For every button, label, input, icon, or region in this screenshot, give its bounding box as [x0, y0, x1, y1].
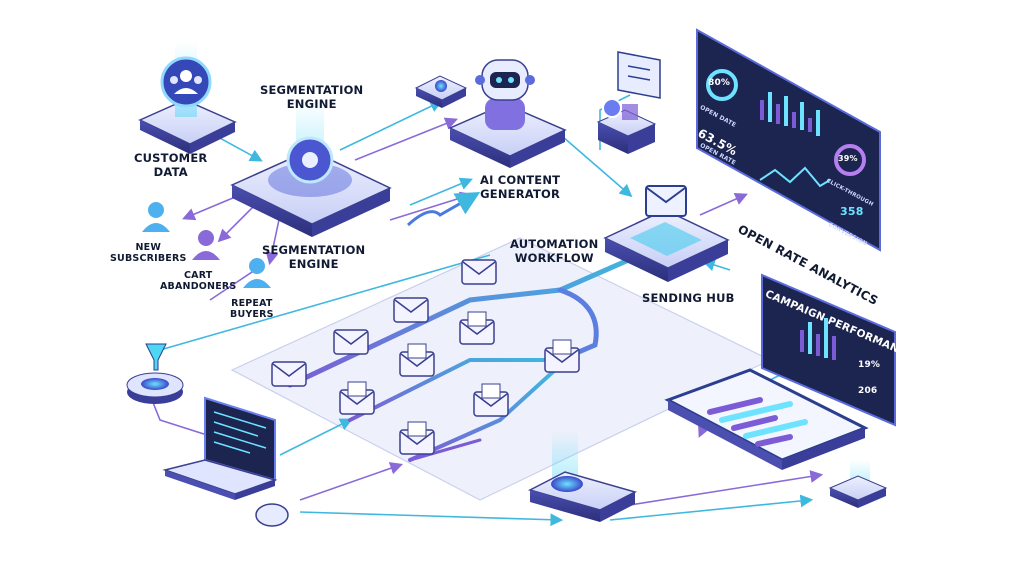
- mouse-icon: [255, 503, 289, 527]
- gear-icon: [286, 136, 334, 184]
- envelope-icon: [271, 361, 307, 387]
- envelope-icon: [461, 259, 497, 285]
- automation-pipeline: [287, 252, 643, 462]
- envelope-icon: [333, 329, 369, 355]
- person-icon: [192, 230, 220, 260]
- envelope-icon: [544, 339, 580, 373]
- ai-content-node: [448, 59, 567, 168]
- person-icon: [243, 258, 271, 288]
- person-icon: [142, 202, 170, 232]
- envelope-icon: [399, 343, 435, 377]
- click-value: 39%: [838, 154, 858, 163]
- segmentation-engine-node: [230, 100, 392, 237]
- campaign-performance-panel: [761, 273, 896, 427]
- open-rate-analytics-panel: [696, 28, 881, 252]
- sending-hub-node: [603, 185, 730, 282]
- funnel-icon: [145, 343, 167, 371]
- campaign-stat-2: 206: [858, 386, 878, 396]
- laptop-icon: [162, 396, 278, 500]
- ai-arrow: [406, 192, 481, 227]
- tablet-icon: [664, 368, 869, 470]
- conversion-value: 358: [840, 205, 864, 218]
- envelope-icon: [393, 297, 429, 323]
- customer-data-node: [138, 42, 237, 154]
- chip-node: [414, 75, 468, 108]
- gear-node: [596, 98, 657, 154]
- envelope-icon: [645, 185, 687, 217]
- campaign-stat-1: 19%: [858, 360, 881, 370]
- bottom-node: [527, 430, 638, 522]
- users-icon: [160, 56, 212, 108]
- envelope-icon: [459, 311, 495, 345]
- ring-value: 80%: [708, 78, 731, 88]
- workflow-floor: [230, 237, 772, 501]
- analytics-bars: [760, 92, 820, 136]
- envelope-icon: [473, 383, 509, 417]
- bottom-right-node: [828, 460, 888, 508]
- chat-icon: [617, 51, 661, 99]
- workflow-envelopes: [271, 259, 580, 455]
- envelope-icon: [399, 421, 435, 455]
- funnel-node: [126, 343, 184, 404]
- envelope-icon: [339, 381, 375, 415]
- sending-hub-label: SENDING HUB: [642, 291, 735, 305]
- robot-icon: [475, 59, 535, 130]
